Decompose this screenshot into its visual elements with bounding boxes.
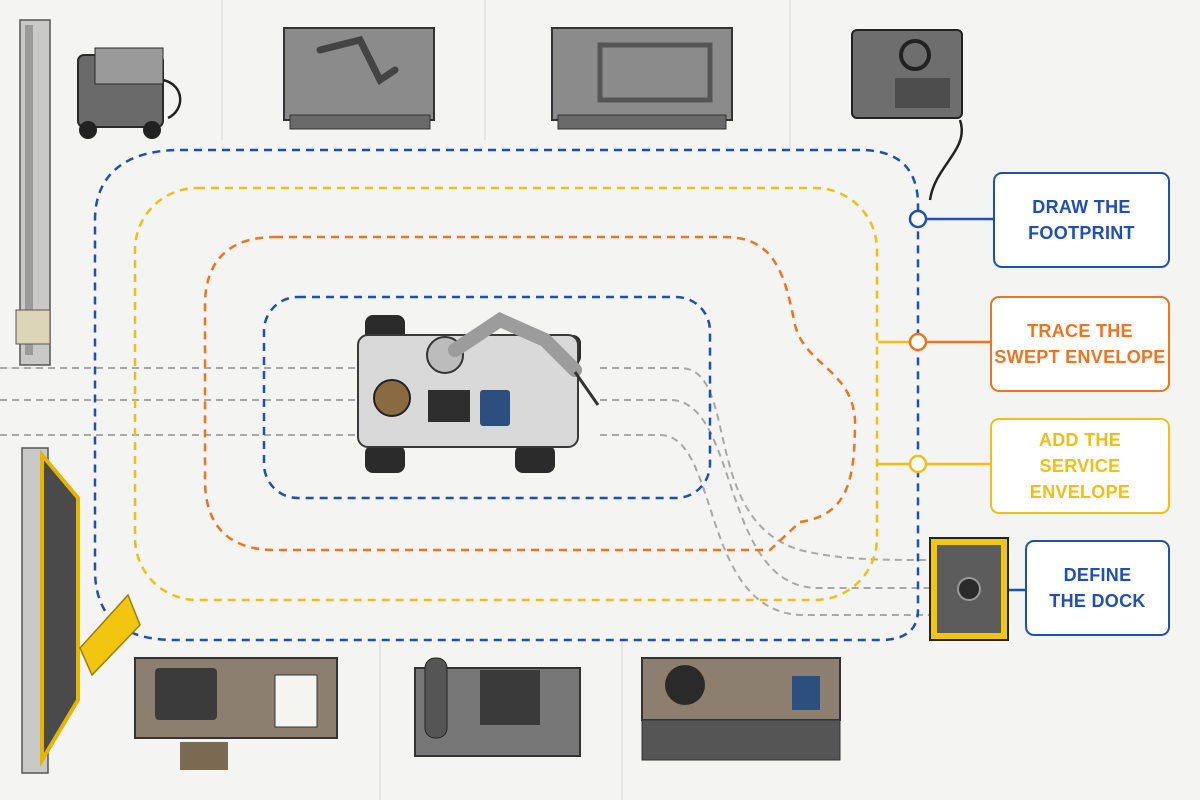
footprint-envelope bbox=[262, 295, 712, 500]
cable-routes bbox=[0, 367, 931, 616]
callout-footprint-line2: FOOTPRINT bbox=[1028, 223, 1135, 243]
callout-swept-line1: TRACE THE bbox=[1027, 321, 1133, 341]
service-envelope bbox=[133, 186, 879, 602]
callout-define-dock: DEFINE THE DOCK bbox=[1025, 540, 1170, 636]
callout-footprint-line1: DRAW THE bbox=[1032, 197, 1131, 217]
callout-dock-line2: THE DOCK bbox=[1049, 591, 1146, 611]
docking-plate bbox=[929, 537, 1009, 641]
tool-bench bbox=[641, 657, 841, 761]
callout-leaders bbox=[878, 209, 1025, 592]
inspection-bench bbox=[134, 657, 338, 770]
safety-fence bbox=[21, 447, 141, 774]
callout-dock-line1: DEFINE bbox=[1063, 565, 1132, 585]
welding-power-cart bbox=[77, 47, 182, 139]
wire-feeder-unit bbox=[851, 29, 963, 201]
light-curtain-post bbox=[15, 19, 51, 366]
fixture-table-2 bbox=[551, 27, 733, 130]
callout-draw-footprint: DRAW THE FOOTPRINT bbox=[993, 172, 1170, 268]
callout-swept-line2: SWEPT ENVELOPE bbox=[994, 347, 1166, 367]
swept-envelope bbox=[203, 235, 857, 552]
callout-add-service-envelope: ADD THE SERVICE ENVELOPE bbox=[990, 418, 1170, 514]
welding-robot-cart bbox=[357, 312, 600, 473]
callout-service-line2: SERVICE ENVELOPE bbox=[1029, 456, 1131, 502]
callout-trace-swept-envelope: TRACE THE SWEPT ENVELOPE bbox=[990, 296, 1170, 392]
gas-cylinder-cart bbox=[414, 657, 581, 757]
fixture-table-1 bbox=[283, 27, 435, 130]
callout-service-line1: ADD THE bbox=[1038, 430, 1122, 450]
